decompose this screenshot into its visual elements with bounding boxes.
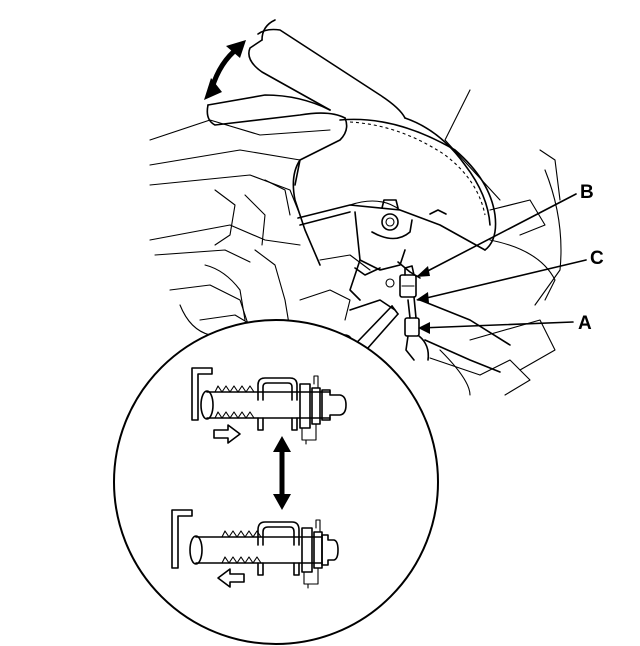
brake-lever (206, 19, 497, 266)
callout-leaders (416, 193, 587, 334)
detail-top-assembly (191, 367, 347, 445)
detail-view (113, 319, 439, 645)
callout-b: B (580, 182, 594, 203)
detail-bottom-assembly (171, 509, 339, 589)
lever-travel-arrow (204, 40, 246, 100)
callout-c: C (590, 248, 604, 269)
hollow-arrow-left (217, 568, 245, 588)
brake-mechanism (337, 199, 511, 376)
hollow-arrow-right (213, 424, 241, 444)
callout-a: A (578, 313, 592, 334)
double-vertical-arrow (273, 436, 291, 510)
